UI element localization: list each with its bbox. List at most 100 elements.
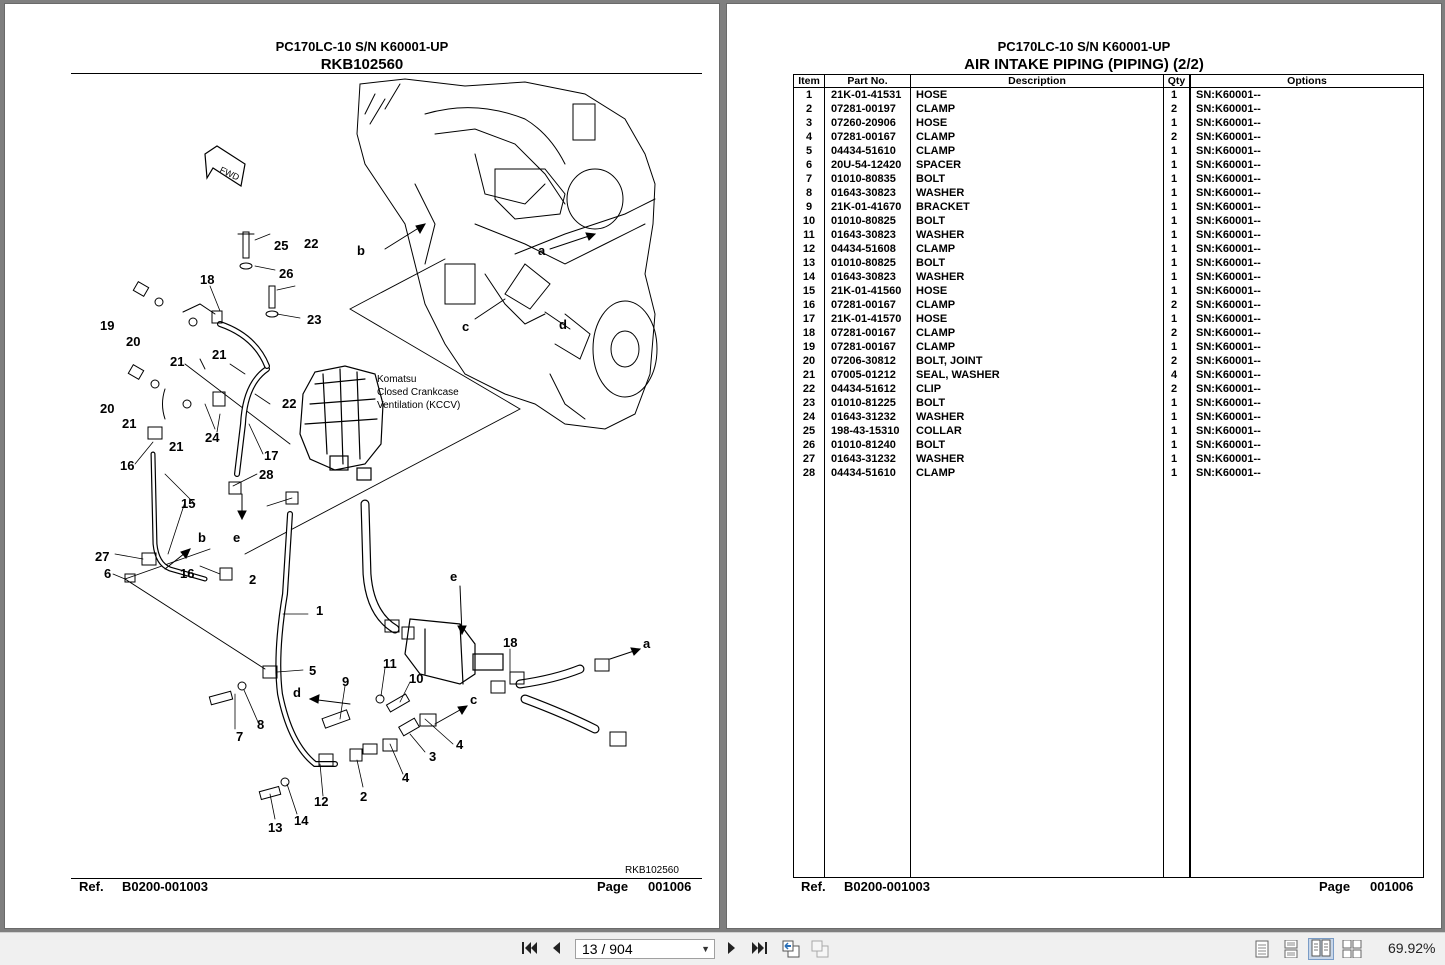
cell-description: CLIP (916, 383, 942, 395)
continuous-facing-view-icon[interactable] (1341, 939, 1363, 959)
header-rule (71, 73, 702, 74)
callout-7: 7 (236, 729, 243, 744)
cell-options: SN:K60001-- (1196, 103, 1261, 115)
cell-description: BOLT (916, 397, 946, 409)
right-page-model: PC170LC-10 S/N K60001-UP (997, 39, 1171, 54)
next-page-icon[interactable] (723, 940, 741, 958)
footer-rule (71, 878, 702, 879)
callout-9: 9 (342, 674, 349, 689)
cell-part-number: 01643-31232 (831, 453, 896, 465)
cell-part-number: 01643-30823 (831, 271, 896, 283)
continuous-view-icon[interactable] (1281, 939, 1301, 959)
small-parts (124, 231, 627, 801)
cell-description: WASHER (916, 271, 965, 283)
cell-item-number: 17 (802, 313, 816, 325)
cell-quantity: 1 (1171, 341, 1178, 353)
page-number-field[interactable]: 13 / 904 ▼ (575, 939, 715, 959)
next-view-icon[interactable] (809, 940, 831, 958)
reference-letter-d: d (293, 685, 301, 700)
col-header-qty: Qty (1167, 75, 1186, 87)
callout-6: 6 (104, 566, 111, 581)
callout-24: 24 (205, 430, 220, 445)
cell-quantity: 1 (1171, 187, 1178, 199)
cell-quantity: 1 (1171, 271, 1178, 283)
callout-19: 19 (100, 318, 114, 333)
prev-page-icon[interactable] (547, 940, 565, 958)
cell-part-number: 07281-00167 (831, 327, 896, 339)
callout-13: 13 (268, 820, 282, 835)
callout-4: 4 (402, 770, 410, 785)
cell-quantity: 1 (1171, 215, 1178, 227)
cell-item-number: 16 (802, 299, 816, 311)
cell-item-number: 6 (805, 159, 813, 171)
reference-letter-c: c (470, 692, 477, 707)
last-page-icon[interactable] (750, 940, 770, 958)
cell-part-number: 07281-00167 (831, 131, 896, 143)
cell-options: SN:K60001-- (1196, 411, 1261, 423)
cell-quantity: 1 (1171, 285, 1178, 297)
cell-quantity: 1 (1171, 467, 1178, 479)
right-footer-page-label: Page (1319, 879, 1351, 894)
cell-part-number: 07281-00197 (831, 103, 896, 115)
cell-quantity: 1 (1171, 145, 1178, 157)
reference-letter-a: a (538, 243, 546, 258)
callout-16: 16 (120, 458, 134, 473)
cell-part-number: 01010-81225 (831, 397, 896, 409)
reference-letter-a: a (643, 636, 651, 651)
two-page-view-icon[interactable] (1308, 938, 1334, 960)
right-footer-page-value: 001006 (1370, 879, 1414, 894)
cell-quantity: 4 (1171, 369, 1178, 381)
zoom-level[interactable]: 69.92% (1388, 940, 1436, 956)
cell-item-number: 8 (805, 187, 813, 199)
cell-item-number: 7 (805, 173, 813, 185)
cell-part-number: 01643-31232 (831, 411, 896, 423)
cell-quantity: 1 (1171, 453, 1178, 465)
cell-item-number: 14 (802, 271, 816, 283)
svg-text:Komatsu: Komatsu (377, 374, 416, 385)
cell-item-number: 4 (805, 131, 813, 143)
cell-options: SN:K60001-- (1196, 425, 1261, 437)
cell-part-number: 04434-51608 (831, 243, 896, 255)
single-page-view-icon[interactable] (1252, 940, 1272, 958)
cell-description: WASHER (916, 453, 965, 465)
cell-options: SN:K60001-- (1196, 341, 1261, 353)
cell-options: SN:K60001-- (1196, 327, 1261, 339)
cell-part-number: 07005-01212 (831, 369, 896, 381)
first-page-icon[interactable] (519, 940, 539, 958)
right-page-title: AIR INTAKE PIPING (PIPING) (2/2) (964, 56, 1204, 73)
callout-14: 14 (294, 813, 309, 828)
cell-quantity: 1 (1171, 425, 1178, 437)
cell-quantity: 1 (1171, 201, 1178, 213)
callout-22: 22 (304, 236, 318, 251)
svg-text:Closed Crankcase: Closed Crankcase (377, 387, 459, 398)
cell-options: SN:K60001-- (1196, 439, 1261, 451)
cell-description: HOSE (916, 89, 948, 101)
cell-options: SN:K60001-- (1196, 229, 1261, 241)
cell-item-number: 28 (802, 467, 816, 479)
cell-item-number: 26 (802, 439, 816, 451)
callout-27: 27 (95, 549, 109, 564)
cell-description: BOLT (916, 215, 946, 227)
cell-options: SN:K60001-- (1196, 89, 1261, 101)
dropdown-arrow-icon[interactable]: ▼ (701, 944, 710, 954)
previous-view-icon[interactable] (780, 940, 802, 958)
cell-description: SEAL, WASHER (916, 369, 1000, 381)
callout-26: 26 (279, 266, 293, 281)
cell-item-number: 22 (802, 383, 816, 395)
left-page-drawing-id: RKB102560 (320, 56, 404, 73)
